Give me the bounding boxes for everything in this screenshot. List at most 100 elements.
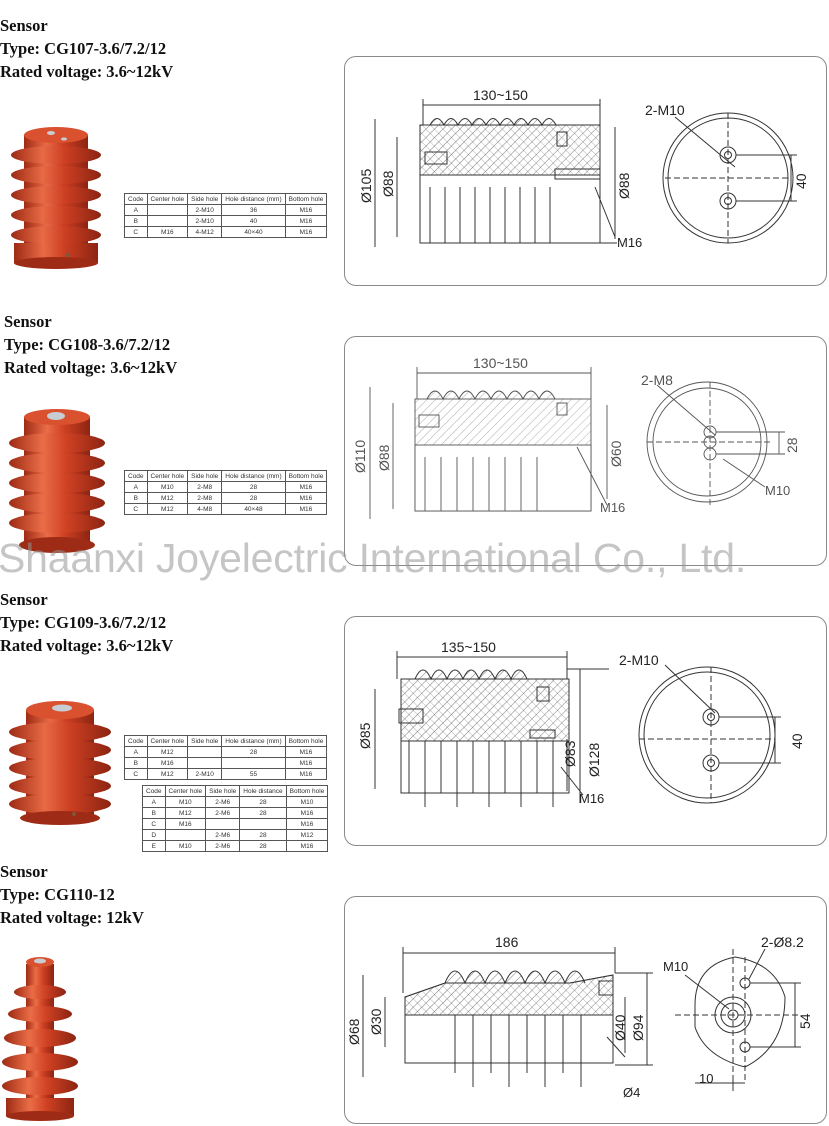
col-side-hole: Side hole xyxy=(187,470,223,482)
cell: M16 xyxy=(284,757,328,769)
company-watermark: Shaanxi Joyelectric International Co., L… xyxy=(0,535,747,581)
technical-drawing: 186 Ø68 Ø30 Ø40 Ø94 Ø4 2-Ø8.2 54 M10 10 xyxy=(346,934,813,1100)
dimension-right-diameter: Ø88 xyxy=(616,172,632,199)
cell: M12 xyxy=(164,807,207,819)
cell: M10 xyxy=(285,796,329,808)
cell: A xyxy=(142,796,166,808)
col-code: Code xyxy=(124,470,148,482)
table-header-row: Code Center hole Side hole Hole distance… xyxy=(142,785,329,797)
cell: 40 xyxy=(221,215,286,227)
cell: 28 xyxy=(221,746,286,758)
col-center-hole: Center hole xyxy=(146,735,189,747)
dimension-inner-diameter: Ø88 xyxy=(376,444,392,471)
product-title-block: Sensor Type: CG110-12 Rated voltage: 12k… xyxy=(0,860,144,929)
cell: B xyxy=(124,215,148,227)
product-type: Type: CG107-3.6/7.2/12 xyxy=(0,39,167,58)
dimension-right-diameter-2: Ø94 xyxy=(630,1014,646,1041)
cell: B xyxy=(142,807,166,819)
spec-table: Code Center hole Side hole Hole distance… xyxy=(124,470,328,515)
cell: M16 xyxy=(146,757,189,769)
cell: M12 xyxy=(285,829,329,841)
dimension-holes: 2-Ø8.2 xyxy=(761,934,804,950)
product-heading: Sensor xyxy=(0,16,48,35)
dimension-outer-diameter: Ø85 xyxy=(357,722,373,749)
cell: M12 xyxy=(146,492,189,504)
cell xyxy=(187,757,223,769)
cell: A xyxy=(124,746,148,758)
cell: 28 xyxy=(239,807,287,819)
cell xyxy=(221,757,286,769)
dimension-thread: M16 xyxy=(600,500,625,515)
dimension-inner-diameter: Ø88 xyxy=(380,170,396,197)
dimension-center-hole: M10 xyxy=(765,483,790,498)
cell: M16 xyxy=(284,215,328,227)
technical-drawing-panel: 130~150 Ø105 Ø88 Ø88 M16 2-M10 40 xyxy=(344,56,827,286)
cell: A xyxy=(124,481,148,493)
col-hole-distance: Hole distance (mm) xyxy=(221,470,286,482)
cell: M16 xyxy=(285,840,329,852)
cell: M10 xyxy=(146,481,189,493)
dimension-right-diameter: Ø128 xyxy=(586,743,602,777)
col-hole-distance: Hole distance (mm) xyxy=(221,735,286,747)
cell xyxy=(187,746,223,758)
cell: M12 xyxy=(146,503,189,515)
cell: C xyxy=(124,768,148,780)
cell: 4-M12 xyxy=(187,226,223,238)
technical-drawing: 135~150 Ø85 Ø83 Ø128 M16 2-M10 40 xyxy=(357,639,805,807)
col-code: Code xyxy=(124,735,148,747)
product-heading: Sensor xyxy=(0,862,48,881)
dimension-right-diameter: Ø40 xyxy=(612,1014,628,1041)
dimension-center-hole: M10 xyxy=(663,959,688,974)
dimension-holes: 2-M8 xyxy=(641,372,673,388)
col-side-hole: Side hole xyxy=(205,785,241,797)
cell: 28 xyxy=(221,481,286,493)
technical-drawing: 130~150 Ø110 Ø88 Ø60 M16 2-M8 28 M10 xyxy=(352,355,800,519)
product-type: Type: CG108-3.6/7.2/12 xyxy=(4,335,171,354)
spec-table: Code Center hole Side hole Hole distance… xyxy=(124,193,328,238)
product-type: Type: CG109-3.6/7.2/12 xyxy=(0,613,167,632)
cell: M10 xyxy=(164,796,207,808)
dimension-holes: 2-M10 xyxy=(645,102,685,118)
technical-drawing-panel: 135~150 Ø85 Ø83 Ø128 M16 2-M10 40 xyxy=(344,616,827,846)
cell xyxy=(205,818,241,830)
dimension-right-diameter: Ø60 xyxy=(608,440,624,467)
cell: 2-M8 xyxy=(187,481,223,493)
cell: 28 xyxy=(221,492,286,504)
cell: M16 xyxy=(284,204,328,216)
product-title-block: Sensor Type: CG109-3.6/7.2/12 Rated volt… xyxy=(0,588,173,657)
cell: M16 xyxy=(285,807,329,819)
cell: 40×48 xyxy=(221,503,286,515)
dimension-outer-diameter: Ø110 xyxy=(352,440,368,473)
col-side-hole: Side hole xyxy=(187,193,223,205)
cell: 2-M10 xyxy=(187,204,223,216)
cell: D xyxy=(142,829,166,841)
col-code: Code xyxy=(124,193,148,205)
cell: 28 xyxy=(239,840,287,852)
dimension-length: 130~150 xyxy=(473,355,528,371)
product-heading: Sensor xyxy=(0,590,48,609)
spec-table-secondary: Code Center hole Side hole Hole distance… xyxy=(142,785,329,852)
cell: C xyxy=(142,818,166,830)
product-photo xyxy=(11,127,101,269)
dimension-outer-diameter: Ø68 xyxy=(346,1018,362,1045)
technical-drawing: 130~150 Ø105 Ø88 Ø88 M16 2-M10 40 xyxy=(358,87,809,250)
cell: 2-M6 xyxy=(205,807,241,819)
cell xyxy=(164,829,207,841)
product-photo xyxy=(2,957,78,1121)
col-side-hole: Side hole xyxy=(187,735,223,747)
cell: 28 xyxy=(239,829,287,841)
col-bottom-hole: Bottom hole xyxy=(284,735,328,747)
cell: B xyxy=(124,492,148,504)
cell: M16 xyxy=(284,503,328,515)
rated-voltage: Rated voltage: 3.6~12kV xyxy=(0,636,174,655)
dimension-offset: 10 xyxy=(699,1071,713,1086)
col-center-hole: Center hole xyxy=(164,785,207,797)
